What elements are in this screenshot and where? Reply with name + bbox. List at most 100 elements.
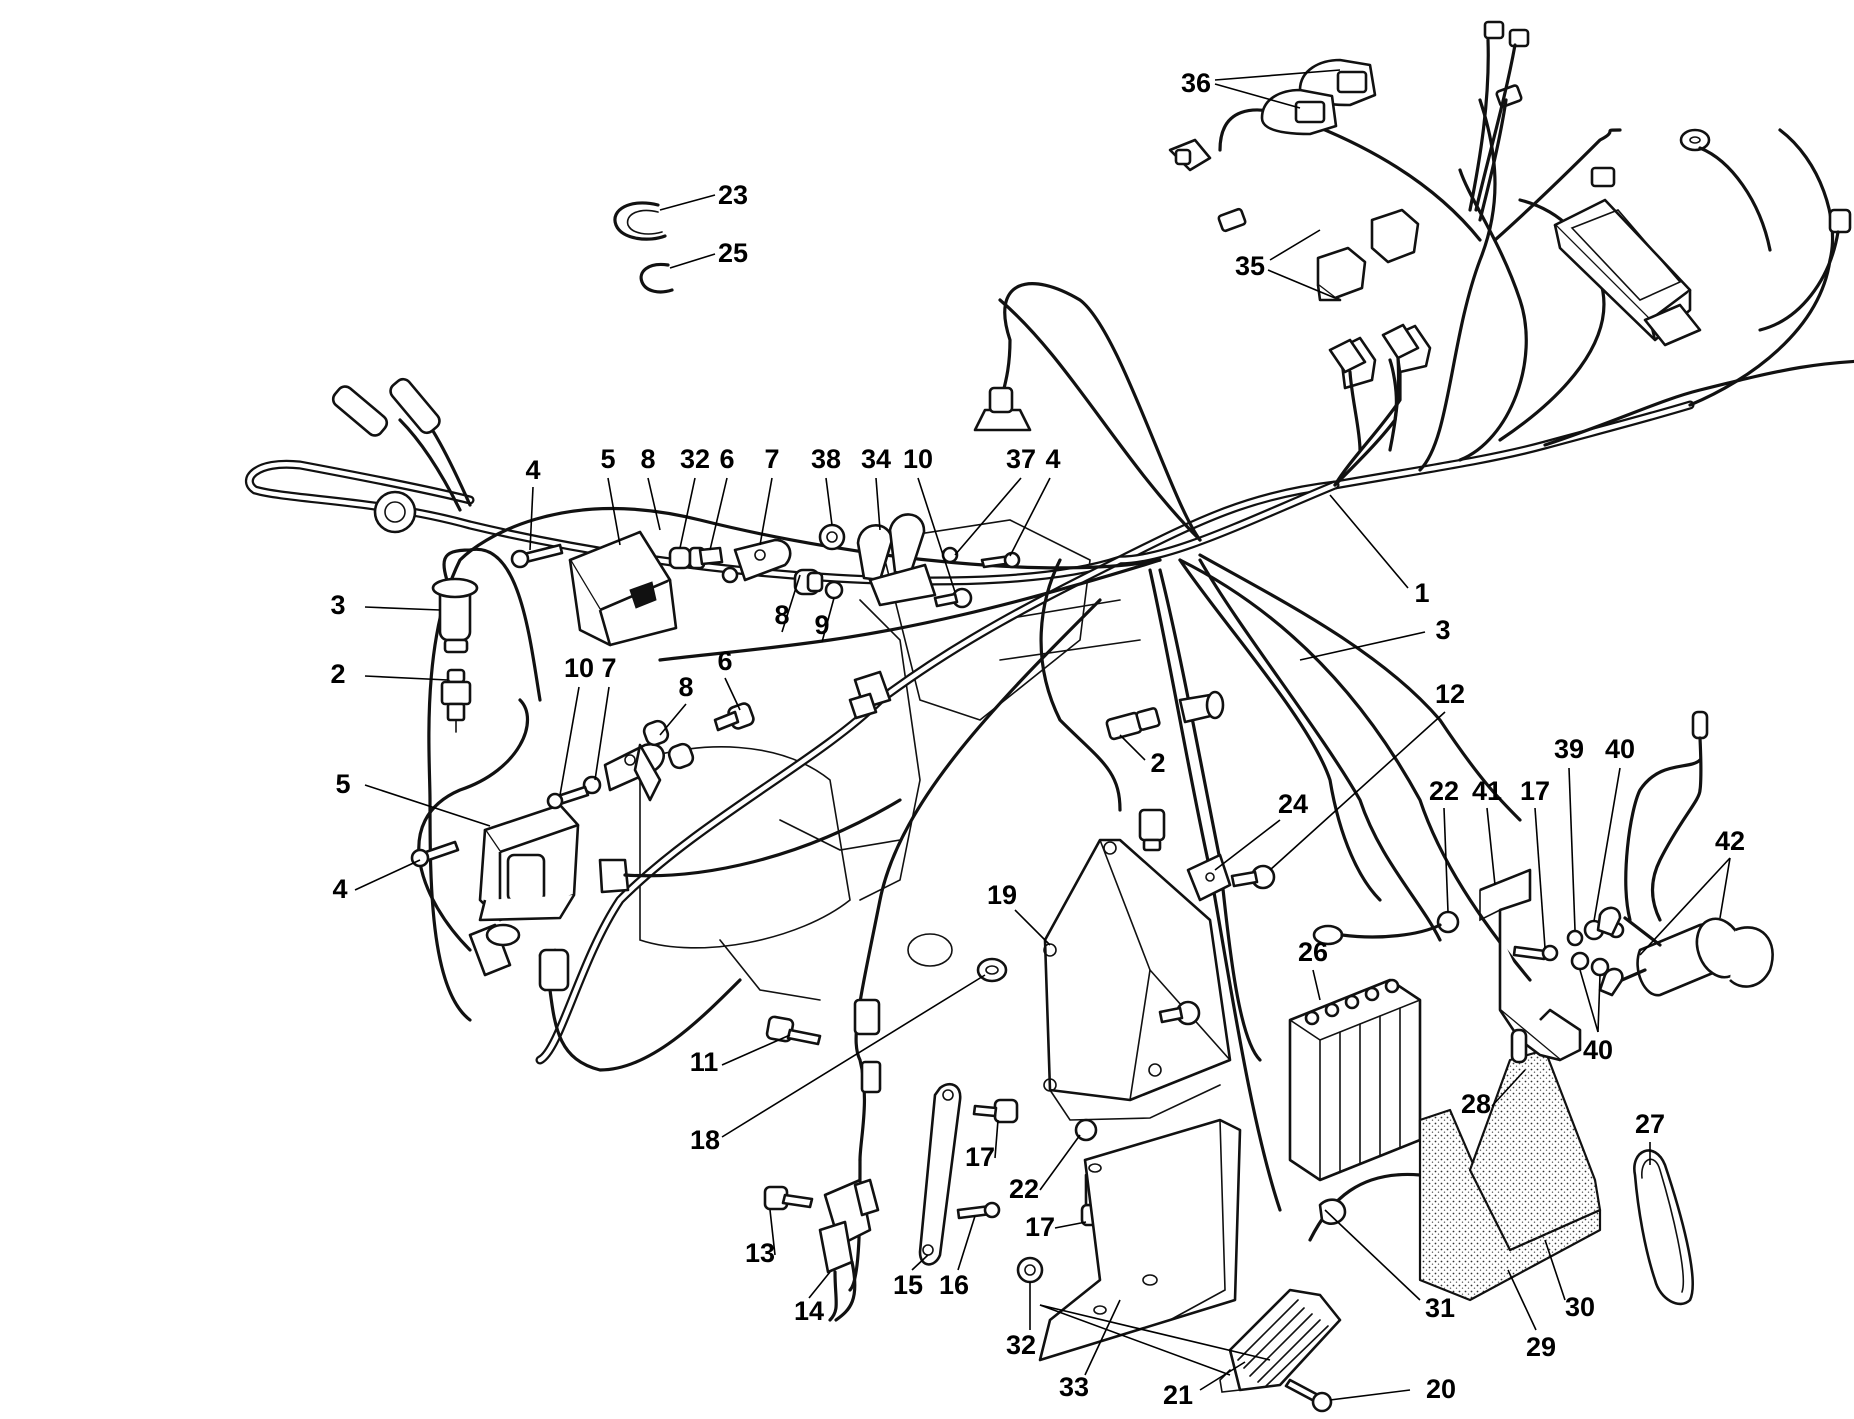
callout-30: 30 <box>1565 1292 1595 1322</box>
callout-29: 29 <box>1526 1332 1556 1362</box>
callout-34: 34 <box>861 444 891 474</box>
leader-line <box>957 1215 976 1271</box>
callout-7: 7 <box>764 444 779 474</box>
leader-line <box>1534 807 1546 949</box>
callout-7: 7 <box>601 653 616 683</box>
leader-line <box>1329 1389 1411 1401</box>
mid-connectors <box>1328 323 1420 452</box>
callout-24: 24 <box>1278 789 1308 819</box>
callout-18: 18 <box>690 1125 720 1155</box>
callout-13: 13 <box>745 1238 775 1268</box>
callout-42: 42 <box>1715 826 1745 856</box>
left-mid-connectors <box>538 670 902 992</box>
top-left-cable-connectors <box>331 377 472 534</box>
callout-32: 32 <box>1006 1330 1036 1360</box>
spark-plug-cap-left <box>431 547 542 702</box>
leader-line <box>1639 857 1731 956</box>
leader-line <box>1486 807 1496 886</box>
leader-line <box>1214 69 1341 81</box>
callout-40: 40 <box>1605 734 1635 764</box>
callout-17: 17 <box>1520 776 1550 806</box>
callout-10: 10 <box>903 444 933 474</box>
leader-line <box>1267 269 1336 299</box>
callout-22: 22 <box>1429 776 1459 806</box>
callout-3: 3 <box>1435 615 1450 645</box>
leader-line <box>759 477 773 546</box>
leader-line <box>1443 807 1449 913</box>
callout-4: 4 <box>332 874 347 904</box>
callout-labels: 1 2 2 3 3 4 4 4 5 5 6 6 7 7 8 8 8 9 10 1… <box>330 68 1745 1410</box>
callout-1: 1 <box>1414 578 1429 608</box>
callout-8: 8 <box>640 444 655 474</box>
leader-line <box>1719 857 1731 919</box>
leader-line <box>825 477 833 526</box>
leader-line <box>1593 767 1621 922</box>
leader-line <box>1597 974 1601 1033</box>
regulator-bracket-33 <box>1038 1118 1242 1362</box>
callout-17: 17 <box>1025 1212 1055 1242</box>
callout-2: 2 <box>1150 748 1165 778</box>
leader-line <box>808 1271 831 1299</box>
leader-line <box>1214 83 1301 109</box>
leader-line <box>1324 1209 1421 1301</box>
leader-line <box>994 1119 999 1159</box>
callout-11: 11 <box>690 1047 719 1077</box>
callout-21: 21 <box>1163 1380 1193 1410</box>
leader-line <box>1269 711 1446 871</box>
callout-22: 22 <box>1009 1174 1039 1204</box>
holder-clips <box>856 513 937 607</box>
battery-26 <box>1288 978 1422 1182</box>
clip-23 <box>613 201 667 241</box>
callout-31: 31 <box>1425 1293 1455 1323</box>
callout-5: 5 <box>600 444 615 474</box>
callout-28: 28 <box>1461 1089 1491 1119</box>
callout-38: 38 <box>811 444 841 474</box>
voltage-regulator-21 <box>1219 1288 1342 1393</box>
leader-line <box>1544 1239 1566 1301</box>
leader-line <box>911 1254 929 1271</box>
leader-line <box>721 1034 791 1066</box>
leader-line <box>1507 1269 1537 1331</box>
leader-line <box>559 686 580 796</box>
ring-terminals-top <box>1679 128 1852 332</box>
bracket-lower <box>582 742 665 802</box>
callout-6: 6 <box>717 646 732 676</box>
callout-5: 5 <box>335 769 350 799</box>
callout-3: 3 <box>330 590 345 620</box>
ignition-coil-lower <box>478 803 580 922</box>
callout-16: 16 <box>939 1270 969 1300</box>
leader-line <box>647 477 661 531</box>
starter-solenoid-42 <box>1624 710 1774 997</box>
callout-27: 27 <box>1635 1109 1665 1139</box>
callout-41: 41 <box>1472 776 1502 806</box>
spark-plug-right <box>1105 690 1225 741</box>
leader-line <box>1119 734 1146 761</box>
leader-line <box>1084 1299 1121 1376</box>
control-unit-cover <box>1043 838 1232 1121</box>
callout-8: 8 <box>678 672 693 702</box>
pickup-sensor-14 <box>818 998 882 1322</box>
leader-line <box>1054 1221 1087 1229</box>
leader-line <box>354 859 421 891</box>
callout-4: 4 <box>525 455 540 485</box>
leader-line <box>1214 819 1281 871</box>
starter-bracket-41 <box>1479 868 1582 1064</box>
small-switches <box>1168 20 1616 233</box>
callout-40: 40 <box>1583 1035 1613 1065</box>
leader-line <box>364 675 449 681</box>
leader-line <box>364 784 491 827</box>
callout-35: 35 <box>1235 251 1265 281</box>
ecu-connector <box>1553 198 1702 347</box>
leader-line <box>659 703 687 736</box>
leader-line <box>529 486 534 551</box>
sensor-connector-mid <box>1138 808 1166 852</box>
leader-line <box>607 477 621 546</box>
callout-15: 15 <box>893 1270 923 1300</box>
callout-6: 6 <box>719 444 734 474</box>
callout-20: 20 <box>1426 1374 1456 1404</box>
leader-line <box>1199 1361 1246 1391</box>
leader-line <box>1039 1134 1081 1191</box>
bracket-upper <box>721 538 792 584</box>
relays-35 <box>1316 208 1432 390</box>
